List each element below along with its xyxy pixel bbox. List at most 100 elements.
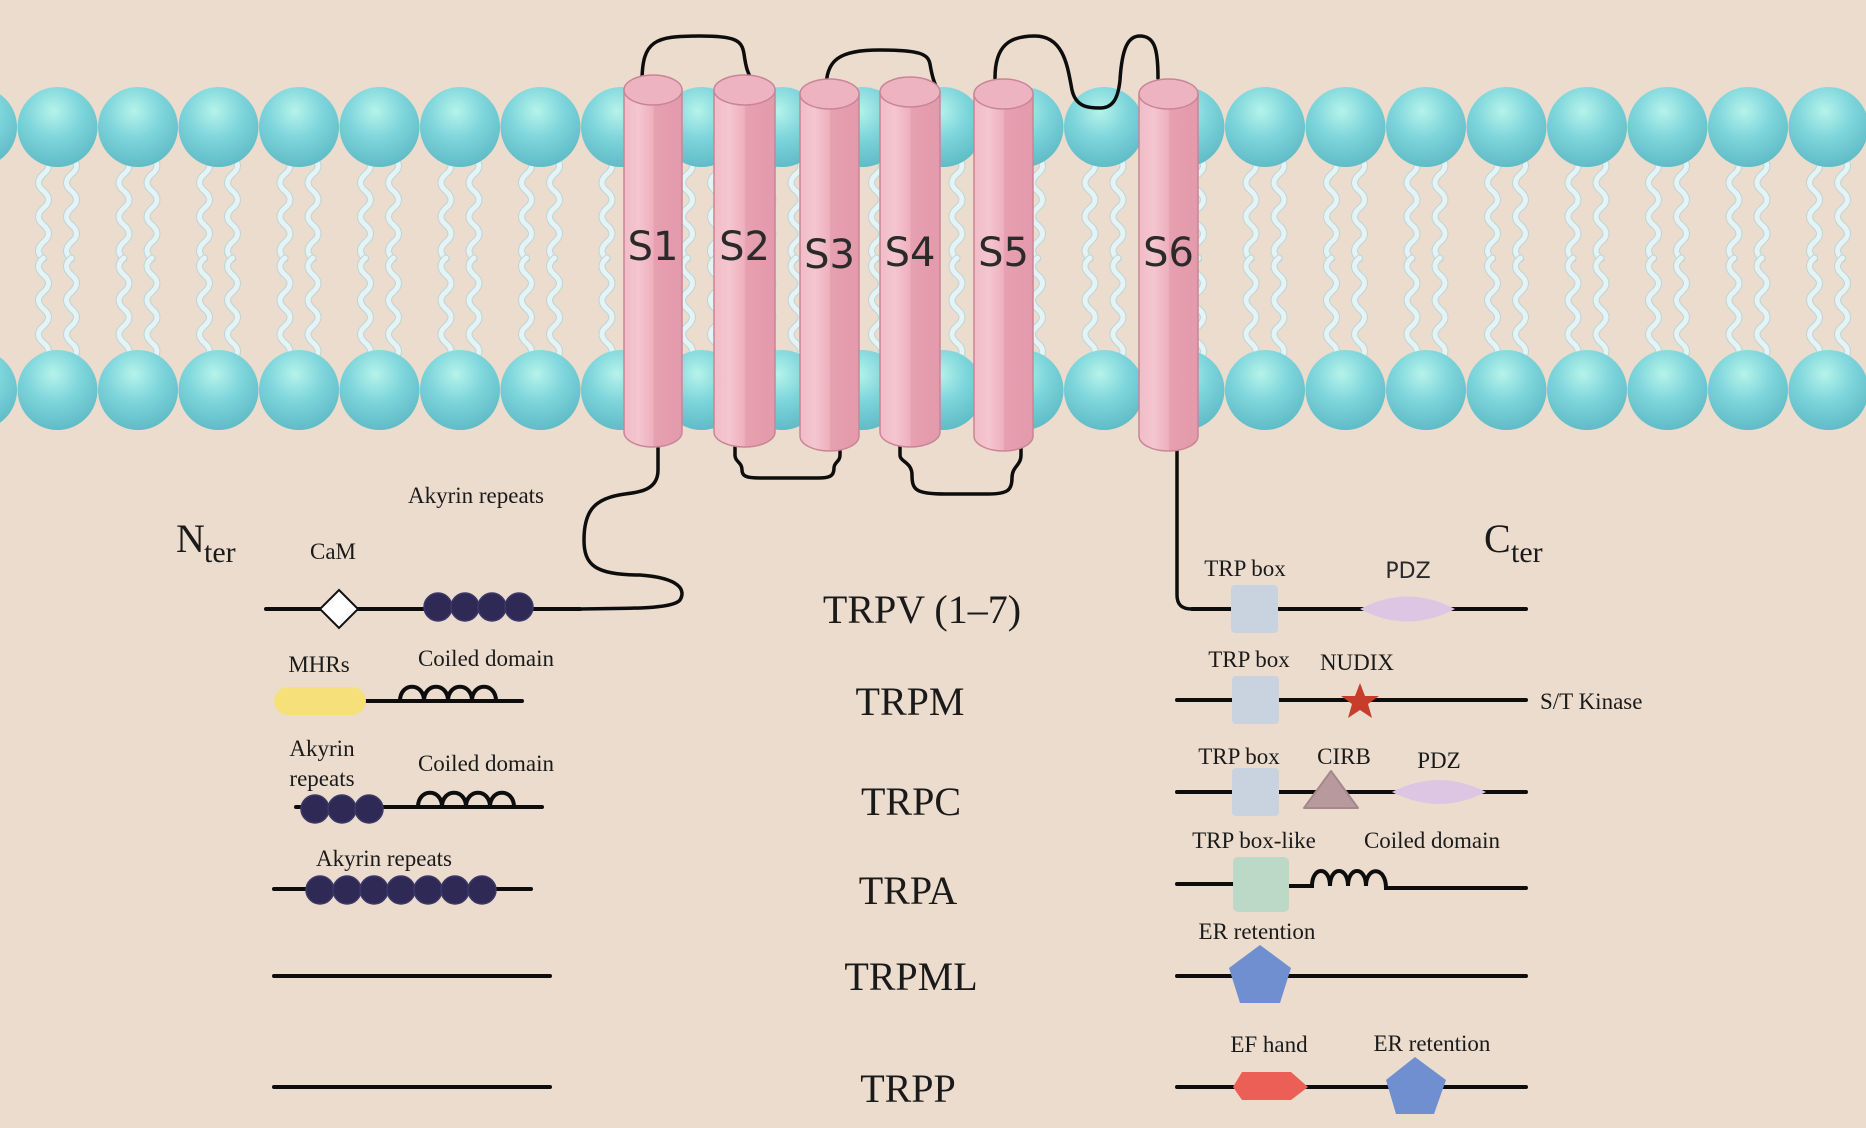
lipid-tail	[1754, 255, 1770, 363]
family-name: TRPM	[856, 679, 965, 724]
family-name: TRPML	[844, 954, 977, 999]
helix-cap	[623, 74, 683, 106]
helix-label: S2	[719, 224, 770, 270]
lipid-tail	[680, 154, 695, 262]
helix-body	[799, 93, 860, 452]
intracellular-loops	[578, 430, 1232, 611]
lipid-tail	[358, 255, 373, 363]
ef-hand-hexagon	[1233, 1072, 1308, 1100]
cirb-label: CIRB	[1317, 744, 1371, 769]
lipid-head	[1225, 87, 1305, 167]
lipid-tail	[1513, 255, 1528, 363]
lipid-tail	[277, 255, 293, 363]
lipid-tail	[1565, 154, 1581, 262]
lipid-head	[1305, 350, 1386, 430]
lipid-tail	[64, 255, 79, 363]
family-name: TRPC	[861, 779, 961, 824]
lipid-head	[0, 357, 17, 423]
lipid-tail	[1110, 154, 1126, 262]
lipid-tail	[869, 154, 884, 262]
family-name: TRPA	[859, 868, 958, 913]
ankyrin-repeat	[467, 875, 497, 905]
lipid-head	[0, 94, 17, 160]
lipid-tail	[519, 154, 534, 262]
lipid-tail	[869, 255, 884, 363]
helix-body	[879, 91, 941, 448]
lipid-tail	[547, 154, 562, 262]
lipid-tail	[1674, 255, 1689, 363]
helix-s3: S3	[799, 78, 860, 452]
er-retention-label: ER retention	[1199, 919, 1316, 944]
lipid-tail	[466, 154, 482, 262]
ankyrin-repeat	[332, 875, 362, 905]
lipid-head	[259, 350, 339, 430]
lipid-tail	[1593, 255, 1609, 363]
lipid-tail	[1485, 154, 1500, 262]
helix-label: S6	[1143, 230, 1194, 276]
lipid-head	[17, 350, 98, 430]
family-row-trpml: TRPML ER retention	[272, 919, 1528, 1003]
trp-box-label: TRP box	[1198, 744, 1280, 769]
coiled-label: Coiled domain	[418, 646, 555, 671]
ankyrin-repeat	[300, 794, 330, 824]
family-row-trpp: TRPP EF hand ER retention	[272, 1031, 1528, 1114]
helix-cap	[879, 76, 941, 108]
lipid-tail	[949, 255, 965, 363]
loop-s3-s4	[824, 48, 938, 92]
ankyrin-label-line2: repeats	[289, 766, 354, 791]
extracellular-loops	[640, 34, 1160, 110]
lipid-tail	[1593, 154, 1609, 262]
lipid-tail	[1030, 154, 1045, 262]
family-name: TRPP	[860, 1066, 956, 1111]
lipid-tail	[438, 255, 454, 363]
lipid-tail	[1726, 154, 1742, 262]
lipid-tail	[1030, 255, 1045, 363]
lipid-tail	[1082, 255, 1098, 363]
n-terminus-label: N ter	[176, 516, 236, 569]
lipid-tail	[949, 154, 965, 262]
ankyrin-repeats	[305, 875, 497, 905]
lipid-tail	[116, 255, 132, 363]
lipid-head	[420, 350, 500, 430]
ankyrin-repeats	[300, 794, 384, 824]
lipid-head	[1788, 350, 1866, 430]
helix-s2: S2	[713, 74, 776, 448]
lipid-tail	[358, 154, 373, 262]
lipid-tail	[1807, 154, 1822, 262]
lipid-tail	[438, 154, 454, 262]
lipid-tail	[466, 255, 482, 363]
lipid-tail	[197, 255, 212, 363]
n-terminus-main: N	[176, 516, 205, 561]
loop-s2-s3	[733, 438, 842, 480]
lipid-head	[500, 350, 581, 430]
lipid-tail	[1485, 255, 1500, 363]
loop-s4-s5	[898, 430, 1023, 496]
lipid-tail	[1432, 154, 1448, 262]
helix-s6: S6	[1138, 78, 1199, 452]
lipid-tail	[116, 154, 132, 262]
lipid-head	[1708, 350, 1788, 430]
helix-body	[713, 89, 776, 448]
lipid-tail	[788, 154, 804, 262]
lipid-tail	[547, 255, 562, 363]
pdz-domain	[1360, 596, 1455, 622]
lipid-tail	[1513, 154, 1528, 262]
ankyrin-repeat	[327, 794, 357, 824]
ankyrin-repeat	[413, 875, 443, 905]
lipid-tail	[1646, 154, 1661, 262]
ef-hand-label: EF hand	[1230, 1032, 1308, 1057]
lipid-head	[1547, 350, 1627, 430]
lipid-tail	[1754, 154, 1770, 262]
lipid-tail	[305, 255, 321, 363]
lipid-tail	[599, 154, 615, 262]
cam-diamond	[318, 588, 360, 630]
lipid-tail	[225, 255, 240, 363]
lipid-tail	[36, 255, 51, 363]
trp-box-label: TRP box	[1204, 556, 1286, 581]
pdz-label: PDZ	[1385, 559, 1430, 584]
c-terminus-sub: ter	[1511, 536, 1543, 569]
lipid-tail	[1674, 154, 1689, 262]
lipid-head	[259, 87, 339, 167]
ankyrin-repeat	[305, 875, 335, 905]
lipid-tail	[305, 154, 321, 262]
